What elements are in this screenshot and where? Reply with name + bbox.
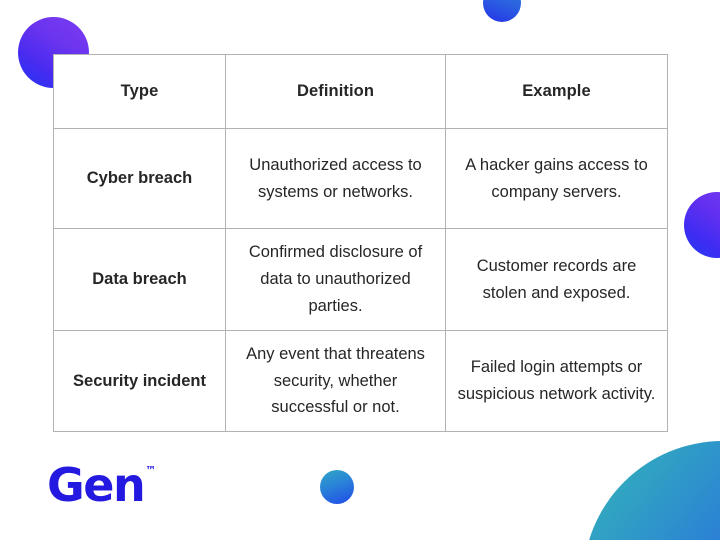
cell-type-data-breach: Data breach — [53, 228, 226, 331]
table-header-row: Type Definition Example — [53, 54, 668, 129]
gen-logo-wordmark: Gen — [47, 458, 146, 512]
cell-definition-cyber-breach: Unauthorized access to systems or networ… — [225, 128, 446, 229]
table-row: Cyber breach Unauthorized access to syst… — [53, 128, 668, 229]
table-row: Security incident Any event that threate… — [53, 330, 668, 432]
column-header-example: Example — [445, 54, 668, 129]
cell-example-data-breach: Customer records are stolen and exposed. — [445, 228, 668, 331]
gen-logo-trademark: ™ — [145, 464, 157, 477]
cell-example-cyber-breach: A hacker gains access to company servers… — [445, 128, 668, 229]
table-row: Data breach Confirmed disclosure of data… — [53, 228, 668, 331]
cell-type-cyber-breach: Cyber breach — [53, 128, 226, 229]
cell-example-security-incident: Failed login attempts or suspicious netw… — [445, 330, 668, 432]
column-header-type: Type — [53, 54, 226, 129]
gen-logo: Gen ™ — [47, 462, 156, 508]
column-header-definition: Definition — [225, 54, 446, 129]
breach-terminology-table: Type Definition Example Cyber breach Una… — [53, 54, 668, 432]
cell-definition-security-incident: Any event that threatens security, wheth… — [225, 330, 446, 432]
decorative-circle-bottom-right — [583, 441, 720, 540]
decorative-circle-top-center — [483, 0, 521, 22]
cell-type-security-incident: Security incident — [53, 330, 226, 432]
cell-definition-data-breach: Confirmed disclosure of data to unauthor… — [225, 228, 446, 331]
decorative-circle-right-edge — [684, 192, 720, 258]
decorative-circle-bottom-center — [320, 470, 354, 504]
